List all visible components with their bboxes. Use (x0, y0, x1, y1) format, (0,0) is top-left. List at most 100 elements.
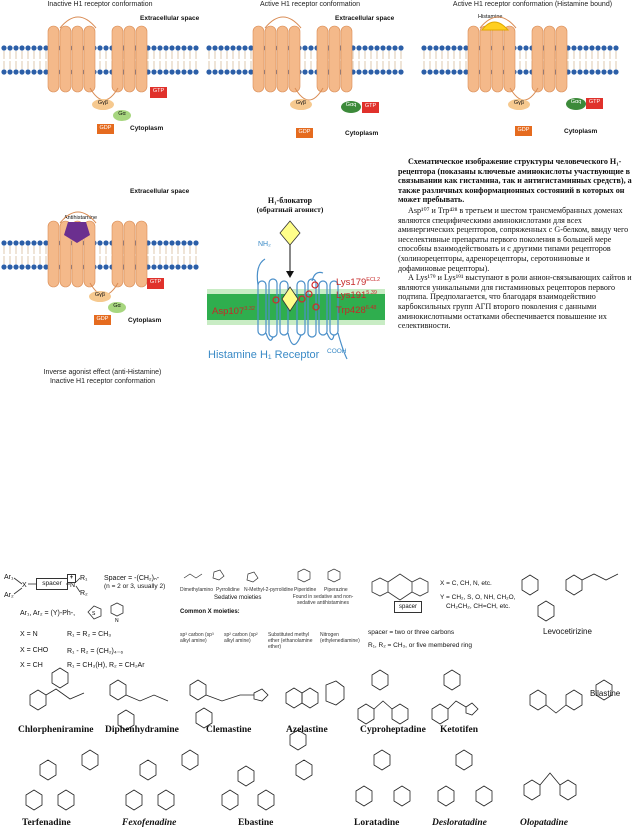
g-alpha-q: Gαq (341, 101, 361, 113)
r-def: R₁, R₂ = CH₃, or five membered ring (368, 642, 472, 649)
moiety-structures (183, 568, 341, 583)
nh2-label: NH₂ (258, 241, 271, 248)
moiety-nmethyl: N-Methyl-2-pyrrolidine (244, 587, 294, 593)
drug-desloratadine: Desloratadine (432, 818, 487, 828)
membrane-diagram (1, 16, 199, 101)
lys179-label: Lys179ECL2 (336, 277, 381, 289)
tricyclic-spacer-def: spacer = two or three carbons (368, 629, 455, 636)
gtp-box: GTP (362, 102, 379, 113)
general-bonds (13, 577, 81, 595)
drug-ebastine: Ebastine (238, 818, 274, 828)
membrane (1, 211, 199, 296)
tricyclic-spacer: spacer (394, 601, 422, 613)
cooh-label: COOH (327, 348, 347, 355)
ar1: Ar₁ (4, 574, 14, 581)
cytoplasm-label: Cytoplasm (564, 128, 598, 135)
membrane-band (207, 289, 385, 325)
g-alpha: Gα (108, 302, 126, 313)
gdp-box: GDP (515, 126, 532, 136)
histamine-label: Histamine (478, 14, 503, 20)
gtp-box: GTP (150, 87, 167, 98)
blocker-diamond-top (279, 220, 301, 246)
gdp-box: GDP (296, 128, 313, 138)
membrane-diagram (421, 16, 619, 101)
sp2-carbon: sp² carbon (sp² alkyl amine) (224, 632, 258, 644)
asp107-label: Asp1073.32 (212, 306, 255, 318)
drug-diphenhydramine: Diphenhydramine (105, 725, 179, 735)
receptor-svg (207, 220, 385, 360)
drug-olopatadine: Olopatadine (520, 818, 569, 828)
gtp-box: GTP (586, 98, 603, 109)
thiophene-pyridine: S N (87, 602, 124, 624)
residue-circles (272, 281, 320, 311)
histamine-shape (480, 21, 510, 31)
common-x: Common X moieties: (180, 609, 240, 615)
panel-title: Active H1 receptor conformation (Histami… (452, 1, 613, 8)
g-beta-gamma: Gγβ (89, 291, 111, 302)
drug-levocetirizine: Levocetirizine (543, 627, 592, 636)
g-alpha-q: Gαq (566, 98, 586, 110)
moiety-piperidine: Piperidine (294, 587, 317, 593)
description-text: Схематическое изображение структуры чело… (398, 157, 636, 331)
y-def-2: CH₂CH₂, CH=CH, etc. (446, 603, 511, 610)
r2: R₂ (80, 590, 88, 597)
drug-structures (25, 667, 613, 811)
drug-azelastine: Azelastine (286, 725, 328, 735)
nitrogen: Nitrogen (ethylenediamine) (320, 632, 360, 644)
drug-chlorpheniramine: Chlorpheniramine (18, 725, 94, 735)
cytoplasm-label: Cytoplasm (128, 317, 162, 324)
drug-clemastine: Clemastine (206, 725, 252, 735)
para-3: А Lys¹⁷⁹ и Lys¹⁹¹ выступают в роли анион… (398, 273, 632, 331)
plus-box: + (67, 574, 76, 583)
y-def-1: Y = CH₂, S, O, NH, CH₂O, (440, 594, 516, 601)
drug-bilastine: Bilastine (590, 689, 621, 698)
x-atom: X (22, 582, 27, 589)
spacer-n: (n = 2 or 3, usually 2) (104, 583, 166, 590)
spacer-definition: Spacer = -(CH₂)ₙ- (104, 575, 160, 582)
blocker-title: H₁-блокатор (267, 196, 313, 205)
gdp-box: GDP (94, 315, 111, 325)
antihistamine-label: Antihistamine (64, 215, 98, 221)
ar2: Ar₂ (4, 592, 14, 599)
gdp-box: GDP (97, 124, 114, 134)
panel-title: Inactive H1 receptor conformation (47, 1, 153, 8)
extracellular-label: Extracellular space (335, 15, 395, 22)
membrane (206, 16, 404, 101)
cytoplasm-label: Cytoplasm (345, 130, 379, 137)
receptor-name: Histamine H₁ Receptor (208, 349, 320, 361)
x-cho-r: R₁ - R₂ = (CH₂)₄₋₆ (67, 648, 124, 655)
tricyclic-scaffold (371, 573, 429, 601)
extracellular-label: Extracellular space (130, 188, 190, 195)
para-1: Схематическое изображение структуры чело… (398, 157, 632, 205)
sedative-moieties: Sedative moieties (214, 595, 262, 601)
sp3-carbon: sp³ carbon (sp³ alkyl amine) (180, 632, 214, 644)
blocker-diamond-bound (281, 286, 299, 312)
ar-definition: Ar₁, Ar₂ = (Y)-Ph-, (20, 610, 76, 617)
moiety-piperazine: Piperazine (324, 587, 348, 593)
r1: R₁ (80, 575, 88, 582)
drug-ketotifen: Ketotifen (440, 725, 478, 735)
membrane-diagram (206, 16, 404, 101)
membrane (421, 16, 619, 101)
g-alpha: Gα (113, 110, 131, 121)
lys191-label: Lys1915.39 (336, 290, 377, 302)
moiety-pyrrolidine: Pyrrolidine (216, 587, 240, 593)
trp428-label: Trp4286.48 (336, 305, 377, 317)
para-2: Asp¹⁰⁷ и Trp⁴²⁸ в третьем и шестом транс… (398, 205, 629, 273)
svg-text:N: N (115, 618, 119, 624)
antihistamine-shape (64, 222, 90, 243)
x-n: X = N (20, 631, 38, 638)
caption-line-2: Inactive H1 receptor conformation (49, 378, 156, 385)
x-ch-r: R₁ = CH₃(H), R₂ = CH₂Ar (67, 662, 145, 669)
x-def: X = C, CH, N, etc. (440, 580, 492, 587)
drug-terfenadine: Terfenadine (22, 818, 71, 828)
methyl-ether: Substituted methyl ether (ethanolamine e… (268, 632, 313, 650)
membrane (1, 16, 199, 101)
moiety-dimethylamino: Dimethylamino (180, 587, 214, 593)
g-beta-gamma: Gγβ (290, 99, 312, 110)
blocker-subtitle: (обратный агонист) (256, 205, 324, 214)
svg-text:S: S (92, 611, 96, 617)
n-atom: N (70, 582, 76, 589)
found-in: Found in sedative and non-sedative antih… (292, 594, 354, 606)
drug-cyproheptadine: Cyproheptadine (360, 725, 426, 735)
